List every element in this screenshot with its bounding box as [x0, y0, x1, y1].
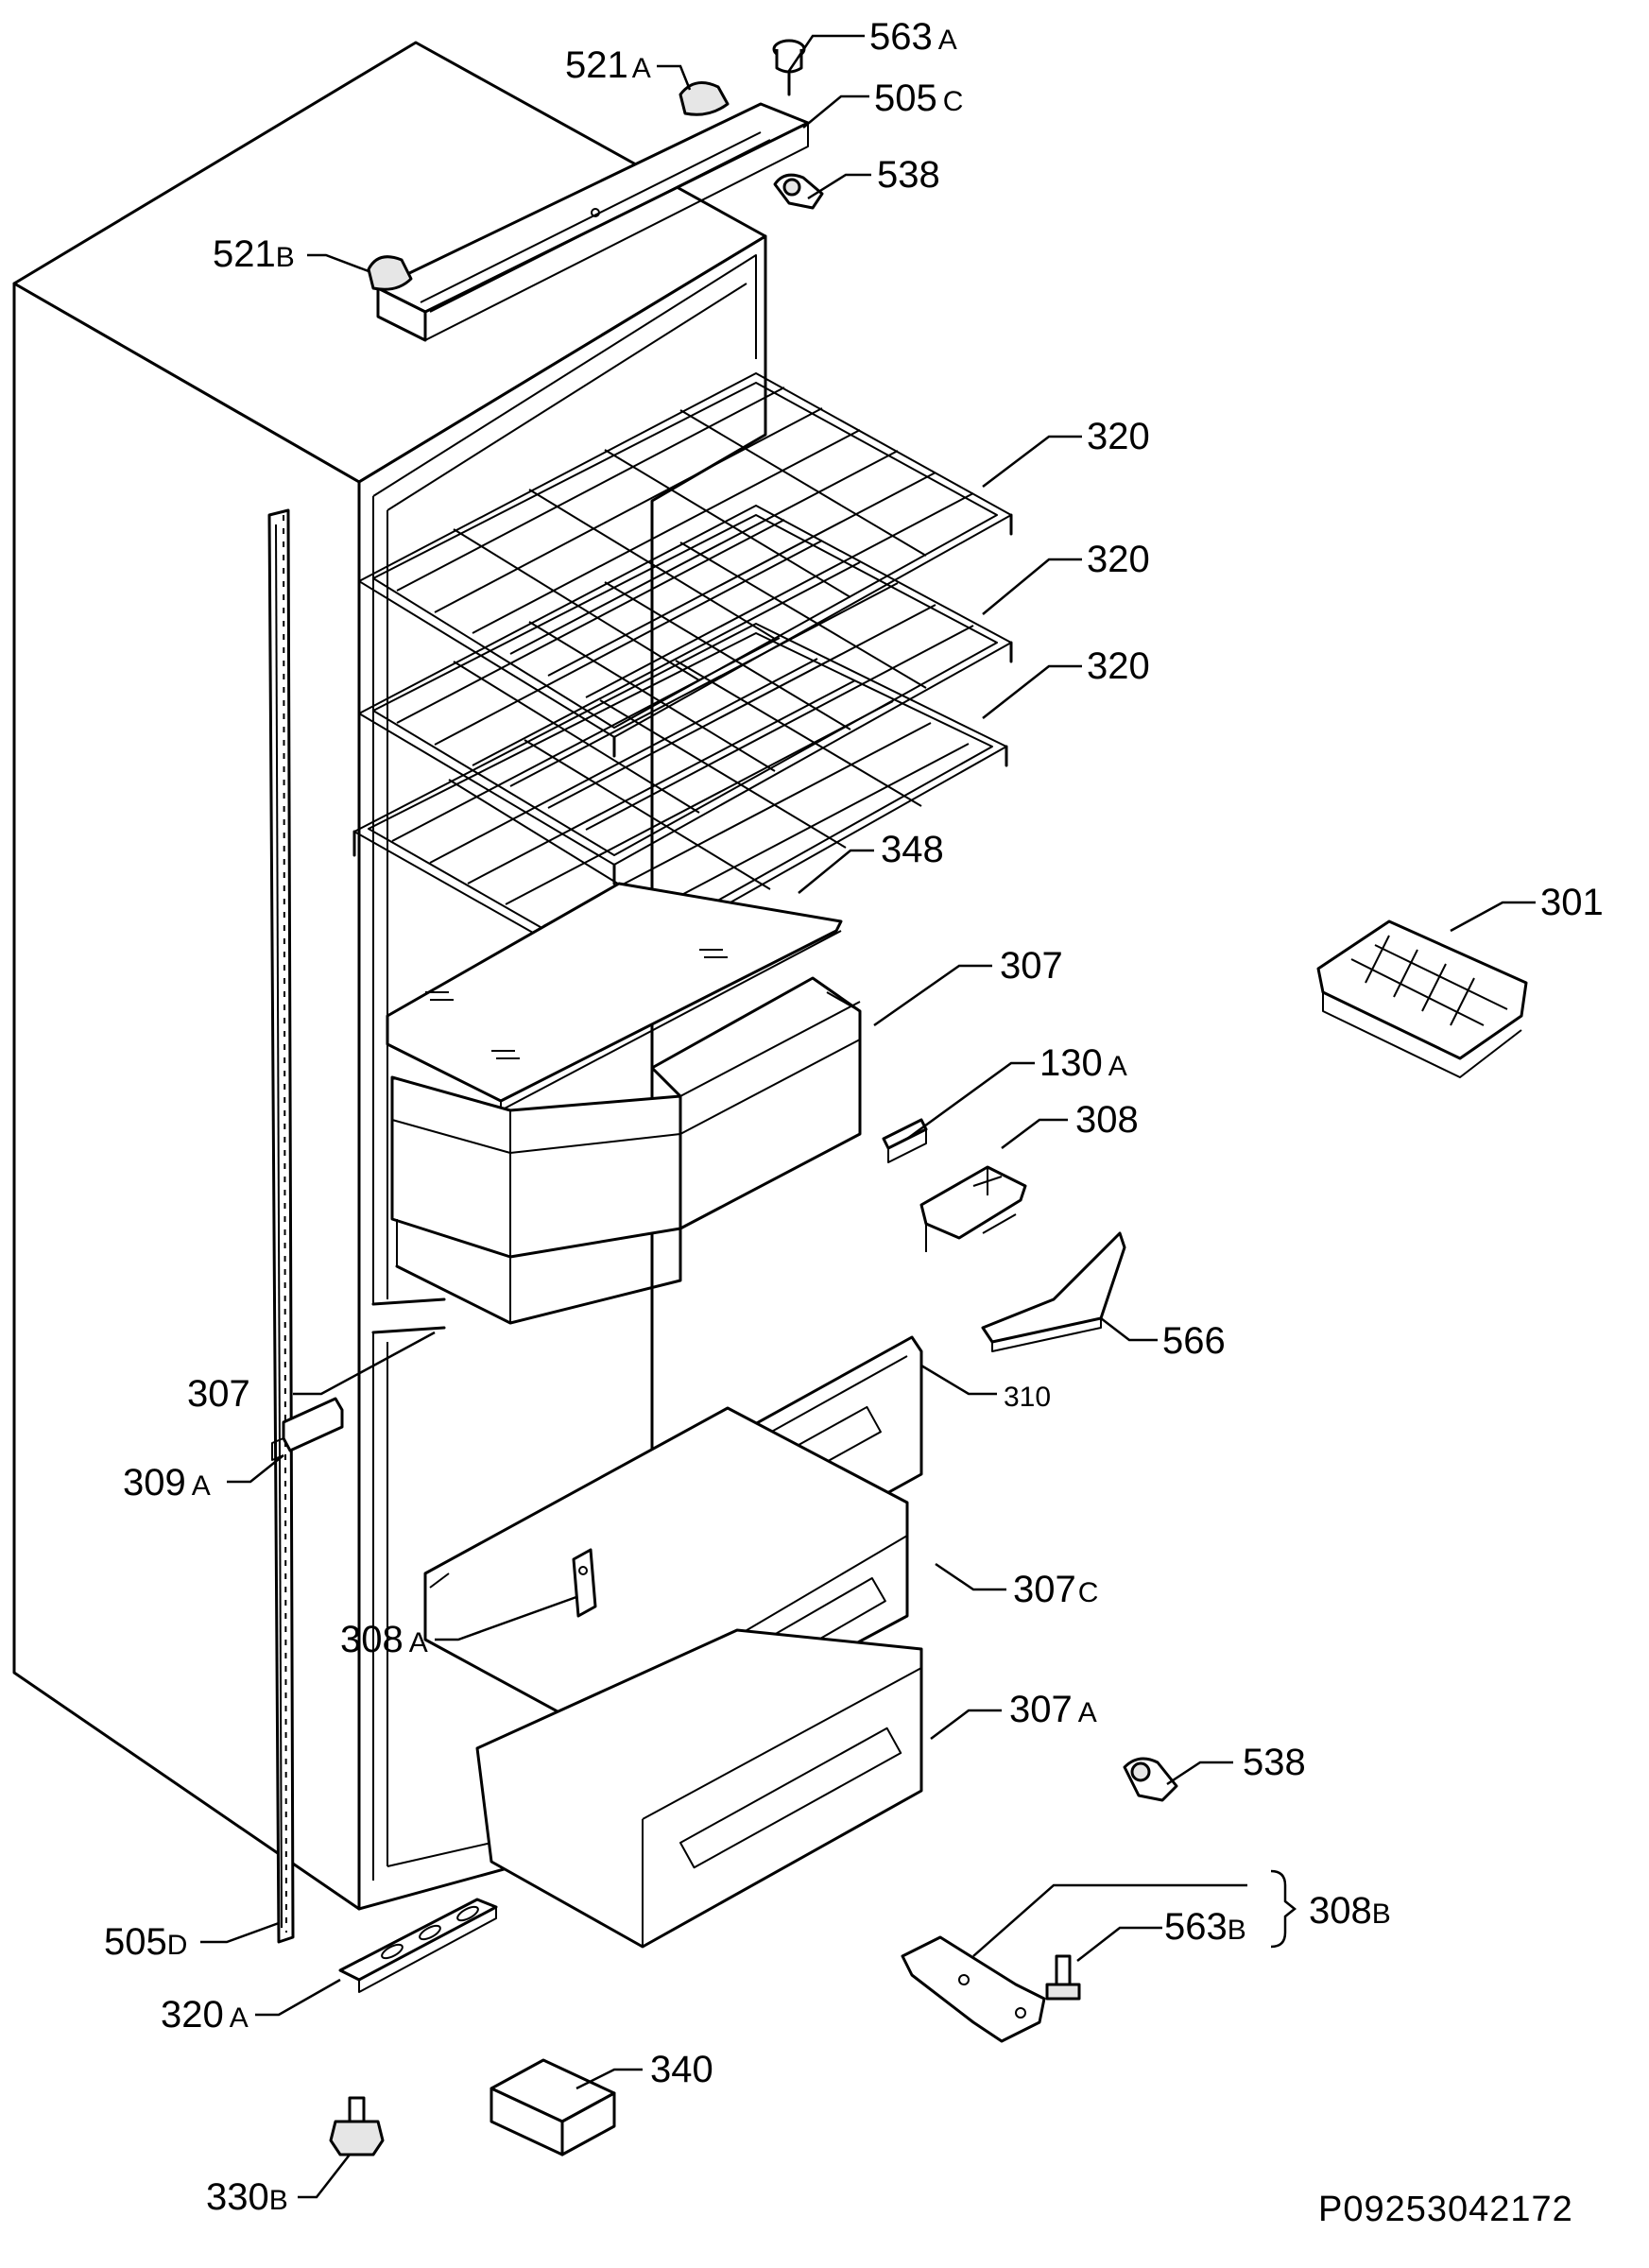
label-307-top: 307 — [1000, 945, 1063, 987]
label-307-left: 307 — [187, 1373, 250, 1415]
label-505d: 505D — [104, 1921, 187, 1963]
hinge-cover-521a — [678, 81, 730, 116]
label-521b: 521B — [213, 233, 295, 275]
label-330b: 330B — [206, 2176, 288, 2218]
catch-308a — [572, 1548, 597, 1618]
glass-shelf-348 — [386, 882, 843, 1111]
wire-shelf-320-1 — [357, 372, 1013, 758]
hinge-pin-538-top — [773, 173, 824, 210]
hinge-308 — [919, 1165, 1027, 1252]
screw-563a — [772, 39, 806, 96]
label-340: 340 — [650, 2049, 713, 2090]
refrigerator-cabinet — [12, 41, 767, 1911]
label-348: 348 — [881, 829, 944, 870]
label-320-3: 320 — [1087, 645, 1150, 687]
label-301: 301 — [1540, 882, 1604, 923]
top-rail-505c — [376, 102, 810, 342]
wire-shelf-320-2 — [357, 505, 1013, 885]
screw-563b — [1045, 1954, 1081, 2001]
clip-309a — [271, 1397, 344, 1461]
label-320-2: 320 — [1087, 539, 1150, 580]
label-538-bottom: 538 — [1243, 1742, 1306, 1783]
label-310: 310 — [1004, 1382, 1051, 1413]
label-320-1: 320 — [1087, 416, 1150, 457]
label-308: 308 — [1075, 1099, 1139, 1141]
wire-shelf-320-3 — [352, 623, 1008, 994]
crisper-box-307-right — [650, 976, 862, 1230]
diagram-reference-number: P09253042172 — [1318, 2190, 1573, 2229]
hinge-cover-521b — [367, 255, 413, 291]
freezer-drawer-307a — [475, 1628, 923, 1949]
ice-tray-301 — [1316, 919, 1528, 1078]
rail-320a — [338, 1898, 498, 1993]
box-340 — [490, 2058, 616, 2156]
label-307c: 307C — [1013, 1569, 1098, 1610]
label-308b: 308B — [1309, 1890, 1391, 1932]
hinge-pin-538-bottom — [1123, 1757, 1178, 1802]
bracket-130a — [882, 1118, 928, 1163]
label-566: 566 — [1162, 1320, 1226, 1362]
foot-330b — [329, 2096, 385, 2156]
leader-lines — [200, 34, 1536, 2199]
label-563b: 563B — [1164, 1906, 1246, 1948]
ice-scraper-566 — [981, 1231, 1126, 1352]
door-strip-505d — [267, 508, 295, 1944]
bottom-hinge-308b — [901, 1935, 1046, 2043]
label-538-top: 538 — [877, 154, 940, 196]
